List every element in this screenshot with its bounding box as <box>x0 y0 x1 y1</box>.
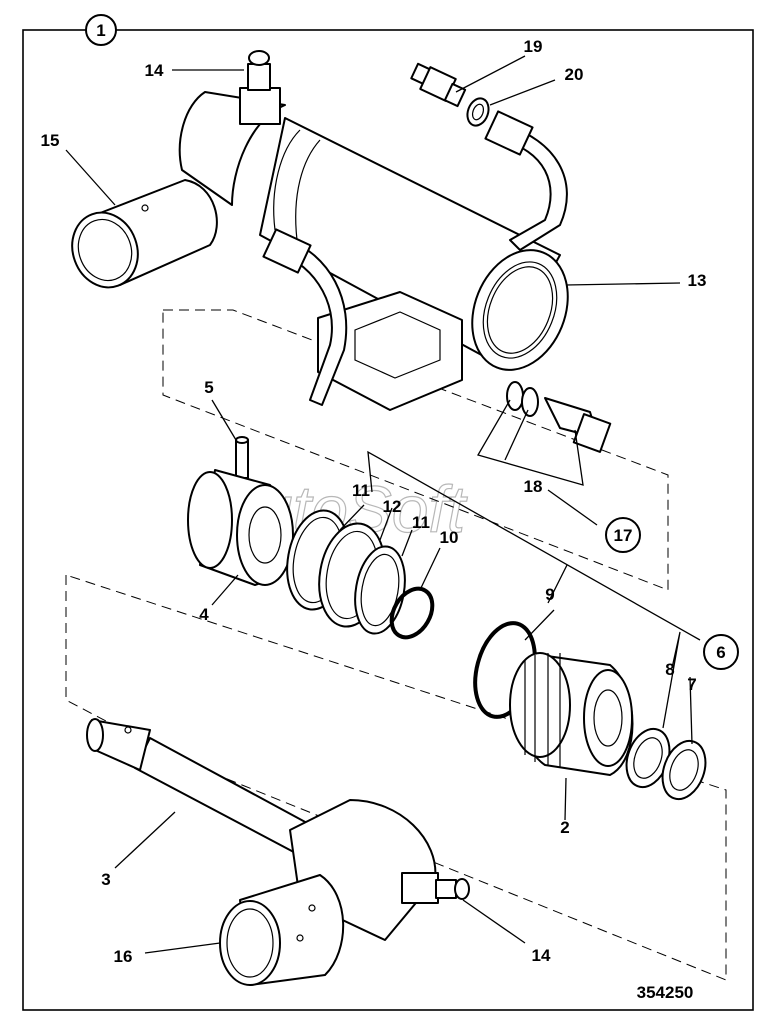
label-part-12: 12 <box>383 497 402 516</box>
label-part-14-bottom: 14 <box>532 946 551 965</box>
label-part-18: 18 <box>524 477 543 496</box>
upper-guide-box <box>162 309 669 591</box>
grease-nipple-top <box>239 50 281 125</box>
label-part-10: 10 <box>440 528 459 547</box>
valve-17 <box>506 381 612 453</box>
grease-nipple-bottom <box>401 872 470 904</box>
label-part-14-top: 14 <box>145 61 164 80</box>
label-part-11a: 11 <box>352 481 370 500</box>
piston-4 <box>187 469 294 586</box>
label-part-8: 8 <box>665 660 674 679</box>
fitting-19 <box>410 62 467 108</box>
pipe-upper <box>499 124 568 251</box>
figure-index-circle <box>85 14 117 46</box>
label-part-3: 3 <box>101 870 110 889</box>
label-part-17: 17 <box>614 526 633 545</box>
label-part-5: 5 <box>204 378 213 397</box>
mount-block <box>317 291 463 411</box>
label-part-13: 13 <box>688 271 707 290</box>
ring-7 <box>661 739 707 801</box>
label-part-20: 20 <box>565 65 584 84</box>
gland-2 <box>509 652 634 776</box>
o-ring-10 <box>389 586 435 640</box>
label-part-6: 6 <box>716 643 725 662</box>
label-part-2: 2 <box>560 818 569 837</box>
diagram-frame <box>22 29 754 1011</box>
part-labels: 2 3 4 5 6 7 8 9 10 11 11 12 13 14 14 15 … <box>41 37 726 966</box>
callout-circle-6 <box>703 634 739 670</box>
pipe-lower <box>269 237 348 406</box>
seal-20 <box>466 97 490 127</box>
pin-5 <box>235 439 249 479</box>
rod-eye <box>219 799 437 986</box>
callout-circle-17 <box>605 517 641 553</box>
figure-index: 1 <box>96 21 105 40</box>
label-part-9: 9 <box>545 585 554 604</box>
bushing-15 <box>71 179 218 289</box>
label-part-16: 16 <box>114 947 133 966</box>
label-part-19: 19 <box>524 37 543 56</box>
lower-guide-box <box>65 574 727 981</box>
label-part-4: 4 <box>199 605 209 624</box>
piston-rod-3 <box>86 718 321 859</box>
leader-lines <box>65 55 701 954</box>
drawing-number: 354250 <box>637 983 694 1002</box>
label-part-15: 15 <box>41 131 60 150</box>
cylinder-barrel <box>178 91 569 371</box>
label-part-7: 7 <box>687 675 696 694</box>
label-part-11b: 11 <box>412 513 430 532</box>
